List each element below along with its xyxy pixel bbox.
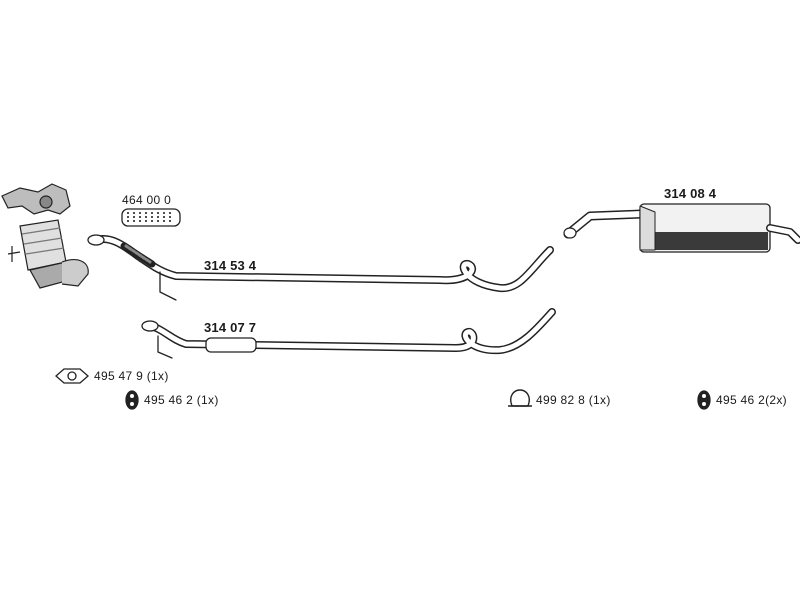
front-pipe-part-number: 314 53 4 xyxy=(204,258,257,273)
rear-silencer-part-number: 314 08 4 xyxy=(664,186,717,201)
rubber-mount-icon xyxy=(125,390,139,410)
middle-pipe xyxy=(141,308,556,359)
clamp-label: 499 82 8 (1x) xyxy=(536,393,611,407)
catalytic-converter xyxy=(1,183,89,289)
middle-pipe-part-number: 314 07 7 xyxy=(204,320,257,335)
flex-pipe-part-number: 464 00 0 xyxy=(122,193,172,207)
rear-silencer xyxy=(563,203,800,253)
flex-pipe xyxy=(121,208,181,227)
mount-label-2: 495 46 2(2x) xyxy=(716,393,787,407)
clamp-icon xyxy=(508,389,532,407)
gasket-icon xyxy=(55,368,89,384)
mount-label: 495 46 2 (1x) xyxy=(144,393,219,407)
rubber-mount-icon-2 xyxy=(697,390,711,410)
gasket-label: 495 47 9 (1x) xyxy=(94,369,169,383)
front-pipe xyxy=(87,234,554,301)
